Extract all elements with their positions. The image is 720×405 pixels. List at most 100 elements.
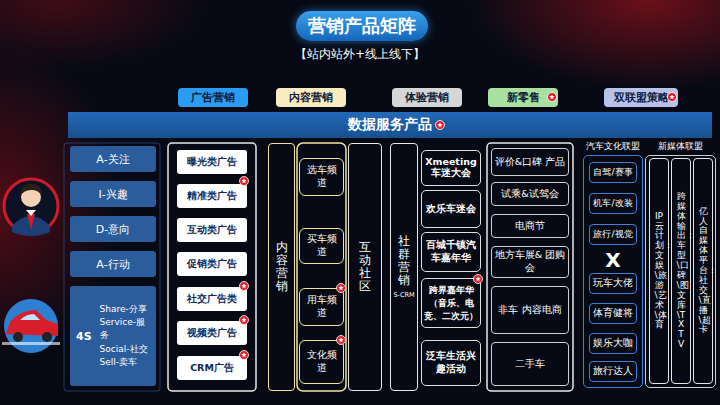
- node-text: 百城千镇汽车嘉年华: [424, 239, 478, 265]
- node-box: 非车 内容电商: [491, 286, 569, 334]
- node-text: 玩车大佬: [593, 277, 633, 290]
- node-box: 百城千镇汽车嘉年华: [421, 232, 481, 272]
- node-text: 内容营销: [276, 241, 288, 294]
- node-text: 文化频道: [302, 349, 341, 375]
- node-box: 社群营销 S-CRM: [390, 143, 418, 391]
- node-box: 互动类广告: [177, 218, 247, 242]
- column-outline: [64, 143, 160, 391]
- node-text: A-行动: [96, 257, 129, 272]
- node-box: 评价&口碑 产品: [491, 148, 569, 176]
- node-box: 电商节: [491, 214, 569, 238]
- node-box: 用车频道: [299, 288, 344, 326]
- node-box: 机车/改装: [589, 193, 637, 214]
- node-text: I-兴趣: [98, 187, 127, 202]
- node-text: 体育健将: [593, 307, 633, 320]
- node-box: 旅行达人: [589, 361, 637, 382]
- node-text: IP云计划：文娱\旅游\艺术\体育: [655, 212, 664, 331]
- node-text: Xmeeting 车迷大会: [424, 156, 478, 180]
- node-text: Share-分享: [100, 303, 147, 316]
- node-box: Xmeeting 车迷大会: [421, 150, 481, 186]
- node-box: 玩车大佬: [589, 273, 637, 294]
- group-heading: 汽车文化联盟: [583, 140, 643, 153]
- node-box: 欢乐车迷会: [421, 190, 481, 228]
- node-box: 自驾/赛事: [589, 162, 637, 183]
- node-box: 娱乐大咖: [589, 333, 637, 354]
- node-box: 旅行/视觉: [589, 224, 637, 245]
- node-box: D-意向: [70, 216, 156, 242]
- title-text: 营销产品矩阵: [308, 14, 416, 38]
- node-text: 互动社区: [359, 241, 371, 294]
- node-box: A-关注: [70, 146, 156, 172]
- node-text: 曝光类广告: [187, 156, 237, 169]
- node-box: 精准类广告: [177, 184, 247, 208]
- label: 【站内站外+线上线下】: [270, 46, 450, 62]
- node-text: 地方车展& 团购会: [494, 249, 566, 275]
- node-box: 体验营销: [392, 88, 462, 107]
- node-text: 选车频道: [302, 164, 341, 190]
- node-box: 新零售: [488, 88, 558, 107]
- node-text: Sell-卖车: [100, 356, 138, 369]
- new-badge: [474, 275, 483, 284]
- label-text: 【站内站外+线上线下】: [295, 46, 425, 63]
- node-box: 二手车: [491, 342, 569, 386]
- node-text: 体验营销: [405, 90, 449, 105]
- node-box: 双联盟策略: [604, 88, 678, 107]
- node-text: 二手车: [515, 358, 545, 371]
- node-text: 跨界嘉年华 （音乐、电竞、二次元）: [424, 284, 478, 323]
- node-box: 买车频道: [299, 228, 344, 264]
- node-box: 互动社区: [348, 143, 382, 391]
- group-heading: 新媒体联盟: [645, 140, 716, 153]
- node-text: Service-服务: [100, 316, 154, 342]
- node-text: 机车/改装: [593, 197, 632, 210]
- node-box: 地方车展& 团购会: [491, 246, 569, 278]
- node-text: 泛车生活兴趣活动: [424, 350, 478, 376]
- node-text: 非车 内容电商: [498, 304, 561, 317]
- column-outline: [297, 143, 346, 391]
- node-text: 双联盟策略: [614, 90, 669, 105]
- node-text: 数据服务产品: [348, 116, 432, 134]
- node-box: CRM广告: [177, 356, 247, 380]
- node-text: 买车频道: [302, 233, 341, 259]
- node-box: 视频类广告: [177, 321, 247, 345]
- node-box: 社交广告类: [177, 287, 247, 311]
- node-box: 泛车生活兴趣活动: [421, 340, 481, 386]
- node-box: 内容营销: [268, 143, 295, 391]
- node-text: 内容营销: [289, 90, 333, 105]
- node-box: 选车频道: [299, 158, 344, 196]
- title-pill: 营销产品矩阵: [296, 11, 428, 41]
- node-text: 互动类广告: [187, 224, 237, 237]
- column-outline: [487, 143, 573, 391]
- text-list: Share-分享Service-服务Social-社交Sell-卖车: [100, 303, 154, 368]
- node-text: 旅行/视觉: [593, 228, 632, 241]
- node-box: IP云计划：文娱\旅游\艺术\体育: [649, 158, 669, 384]
- node-text: 跨媒体输出：车型\口碑\图文库\TXTV: [677, 192, 686, 350]
- label: X: [600, 249, 626, 271]
- node-box: I-兴趣: [70, 181, 156, 207]
- node-text: 新零售: [507, 90, 540, 105]
- node-box: 文化频道: [299, 340, 344, 384]
- node-text: A-关注: [96, 152, 129, 167]
- node-box: 亿人自媒体平台：社交\直播\超卡: [693, 158, 713, 384]
- avatar-icon: [4, 179, 58, 236]
- node-text: S-CRM: [393, 291, 414, 299]
- node-box: 曝光类广告: [177, 150, 247, 174]
- node-text: 社群营销: [398, 235, 410, 288]
- label-text: X: [605, 248, 620, 272]
- node-text: 精准类广告: [187, 190, 237, 203]
- node-text: 社交广告类: [187, 293, 237, 306]
- node-box: 内容营销: [276, 88, 346, 107]
- node-box: 数据服务产品: [68, 112, 712, 138]
- node-text: 广告营销: [191, 90, 235, 105]
- node-box: 广告营销: [178, 88, 248, 107]
- node-text: CRM广告: [190, 362, 234, 375]
- node-text: 娱乐大咖: [593, 337, 633, 350]
- node-text: 试乘&试驾会: [501, 188, 558, 201]
- node-box: 跨媒体输出：车型\口碑\图文库\TXTV: [671, 158, 691, 384]
- node-box: 试乘&试驾会: [491, 182, 569, 206]
- node-text: 电商节: [515, 220, 545, 233]
- node-text: 促销类广告: [187, 258, 237, 271]
- node-box: 跨界嘉年华 （音乐、电竞、二次元）: [421, 278, 481, 328]
- node-text: 评价&口碑 产品: [495, 156, 565, 169]
- node-text: 旅行达人: [593, 365, 633, 378]
